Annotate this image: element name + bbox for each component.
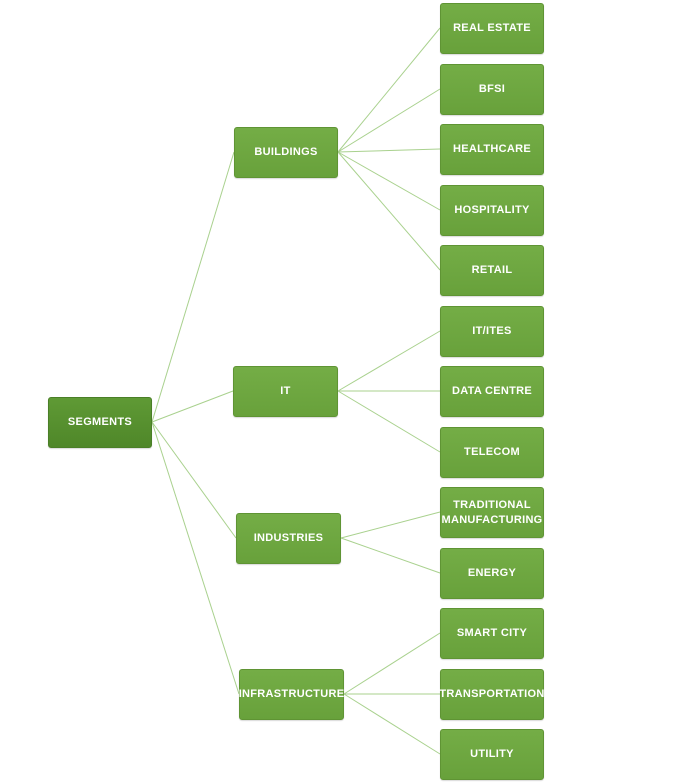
- leaf-node-healthcare: HEALTHCARE: [440, 124, 544, 175]
- segment-node-buildings: BUILDINGS: [234, 127, 338, 178]
- segment-node-infrastructure: INFRASTRUCTURE: [239, 669, 344, 720]
- connector-line: [337, 330, 441, 392]
- leaf-node-retail: RETAIL: [440, 245, 544, 296]
- connector-line: [337, 148, 441, 153]
- connector-line: [151, 151, 235, 423]
- leaf-node-transportation: TRANSPORTATION: [439, 669, 545, 720]
- leaf-label: REAL ESTATE: [453, 22, 531, 34]
- segment-label: INDUSTRIES: [253, 532, 324, 544]
- connector-line: [343, 693, 441, 755]
- leaf-node-utility: UTILITY: [440, 729, 544, 780]
- segment-node-industries: INDUSTRIES: [236, 513, 341, 564]
- leaf-node-energy: ENERGY: [440, 548, 544, 599]
- leaf-label: BFSI: [478, 83, 506, 95]
- connector-line: [337, 390, 441, 453]
- connector-line: [337, 151, 441, 271]
- segment-label: IT: [280, 385, 291, 397]
- leaf-node-traditional-manufacturing: TRADITIONAL MANUFACTURING: [440, 487, 544, 538]
- leaf-label: TRANSPORTATION: [439, 688, 545, 700]
- connector-line: [343, 632, 441, 695]
- leaf-label: SMART CITY: [456, 627, 528, 639]
- leaf-label: IT/ITES: [472, 325, 512, 337]
- connector-line: [151, 421, 237, 539]
- connector-line: [151, 390, 234, 423]
- leaf-label: TELECOM: [464, 446, 520, 458]
- leaf-label: HOSPITALITY: [454, 204, 530, 216]
- connector-line: [340, 537, 441, 574]
- leaf-node-bfsi: BFSI: [440, 64, 544, 115]
- leaf-node-data-centre: DATA CENTRE: [440, 366, 544, 417]
- leaf-label: RETAIL: [471, 264, 513, 276]
- segment-label: INFRASTRUCTURE: [238, 688, 345, 700]
- segment-label: BUILDINGS: [254, 146, 318, 158]
- connector-line: [337, 151, 441, 211]
- connector-line: [151, 421, 240, 695]
- leaf-label: ENERGY: [467, 567, 517, 579]
- root-node-segments: SEGMENTS: [48, 397, 152, 448]
- connector-line: [340, 511, 441, 539]
- leaf-label: DATA CENTRE: [451, 385, 533, 397]
- leaf-node-real-estate: REAL ESTATE: [440, 3, 544, 54]
- leaf-node-smart-city: SMART CITY: [440, 608, 544, 659]
- connector-line: [337, 88, 441, 153]
- connector-line: [337, 27, 441, 153]
- leaf-node-hospitality: HOSPITALITY: [440, 185, 544, 236]
- leaf-node-it-ites: IT/ITES: [440, 306, 544, 357]
- segment-node-it: IT: [233, 366, 338, 417]
- leaf-node-telecom: TELECOM: [440, 427, 544, 478]
- leaf-label: UTILITY: [470, 748, 514, 760]
- leaf-label: HEALTHCARE: [453, 143, 531, 155]
- leaf-label: TRADITIONAL MANUFACTURING: [441, 498, 543, 526]
- root-label: SEGMENTS: [67, 416, 133, 428]
